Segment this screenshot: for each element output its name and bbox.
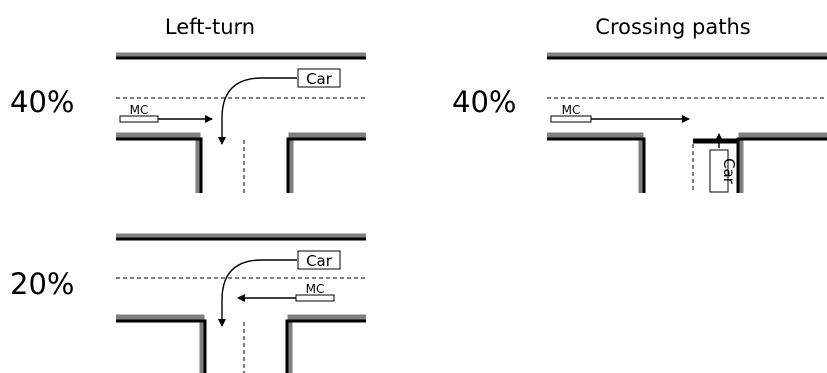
car-box [709, 149, 729, 193]
scenario-left-turn-mc-from-left: 40% Car MC [10, 52, 366, 193]
car-label: Car [306, 252, 333, 270]
road-intersection [547, 52, 827, 193]
mc-label: MC [130, 103, 149, 117]
car-box [297, 250, 341, 270]
mc-label: MC [306, 282, 325, 296]
car-label: Car [720, 158, 738, 185]
percent-label: 40% [10, 85, 74, 119]
car-box [297, 68, 341, 88]
road-intersection [116, 233, 366, 373]
car-trajectory-arrow [218, 259, 297, 327]
title-left-turn: Left-turn [165, 15, 255, 39]
percent-label: 20% [10, 267, 74, 301]
scenario-left-turn-mc-from-right: 20% Car MC [10, 233, 366, 373]
car-trajectory-arrow [218, 77, 297, 145]
title-crossing-paths: Crossing paths [595, 15, 750, 39]
mc-label: MC [562, 103, 581, 117]
scenario-crossing-paths: 40% MC Car [452, 52, 827, 193]
road-intersection [116, 52, 366, 193]
car-label: Car [306, 70, 333, 88]
percent-label: 40% [452, 85, 516, 119]
